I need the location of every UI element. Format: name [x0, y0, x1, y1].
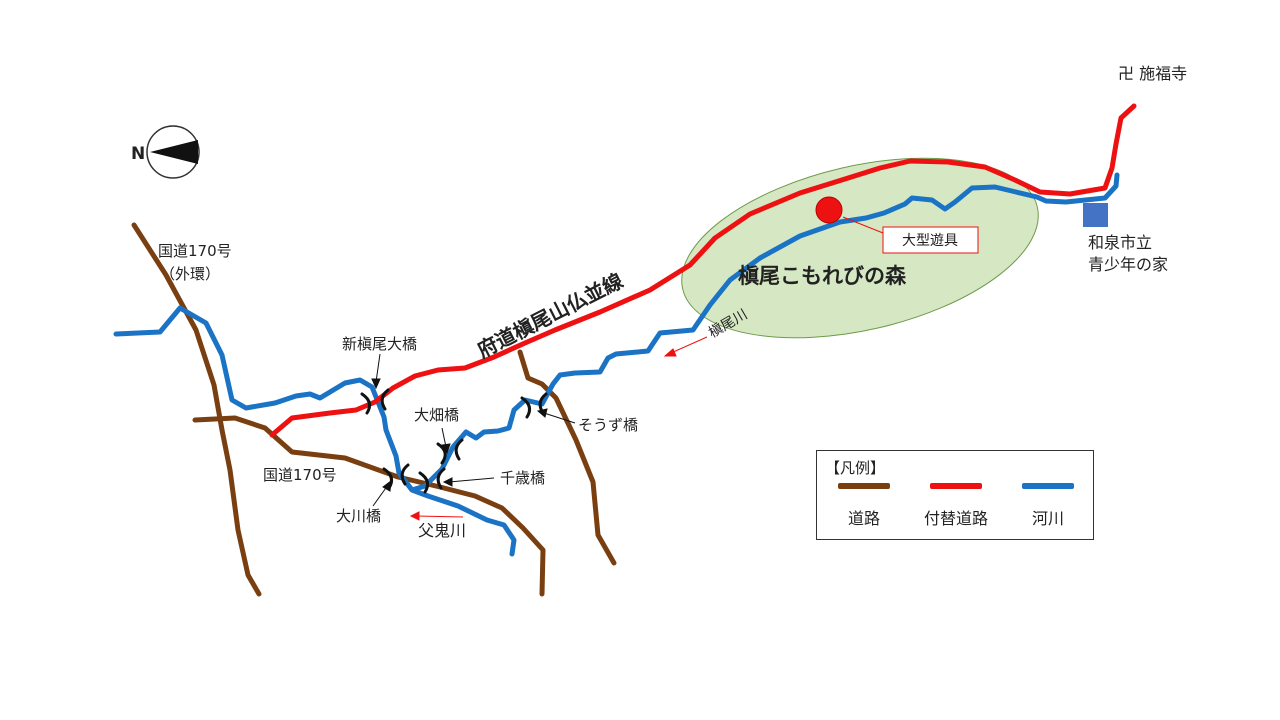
national-road-outer-label-line2: （外環）: [160, 265, 220, 283]
legend-item-river: 河川: [1003, 483, 1093, 529]
rivers: [113, 172, 1120, 557]
chichioni-river-label: 父鬼川: [418, 521, 466, 540]
playground-marker: [815, 196, 843, 224]
okawa-bridge-label: 大川橋: [336, 507, 381, 525]
bridge-markers: [360, 388, 548, 494]
national-road-outer-label-line1: 国道170号: [158, 242, 232, 260]
replacement-road: [269, 103, 1137, 438]
legend-item-road: 道路: [819, 483, 909, 529]
roads: [131, 222, 617, 597]
youth-house-marker: [1083, 203, 1108, 227]
compass-north-label: N: [131, 144, 145, 164]
temple-label: 卍 施福寺: [1118, 64, 1187, 83]
river-chichioni: [396, 470, 517, 557]
pointer-arrows: [371, 353, 576, 507]
chitose-bridge-label: 千歳橋: [500, 469, 545, 487]
bridge-marker-shin-makio: [360, 388, 390, 415]
compass-needle-icon: [150, 140, 198, 164]
legend-label-replacement-road: 付替道路: [923, 509, 988, 528]
legend-swatch-replacement-road: [930, 483, 982, 489]
compass: N: [131, 125, 200, 179]
ohata-bridge-label: 大畑橋: [414, 406, 459, 424]
road-national-170: [192, 415, 546, 597]
prefectural-road-label: 府道槇尾山仏並線: [473, 268, 626, 362]
national-road-label: 国道170号: [263, 466, 337, 484]
shin-makio-bridge-label: 新槇尾大橋: [342, 335, 417, 353]
road-national-170-outer: [131, 222, 262, 597]
bridge-marker-ohata: [436, 438, 464, 465]
playground-label: 大型遊具: [902, 233, 958, 249]
legend: 【凡例】 道路 付替道路 河川: [816, 450, 1094, 540]
legend-swatch-river: [1022, 483, 1074, 489]
legend-swatch-road: [838, 483, 890, 489]
forest-label: 槇尾こもれびの森: [738, 264, 907, 288]
youth-house-label-line2: 青少年の家: [1088, 255, 1168, 274]
legend-item-replacement-road: 付替道路: [911, 483, 1001, 529]
youth-house-label-line1: 和泉市立: [1088, 233, 1152, 252]
bridge-marker-chitose: [418, 467, 446, 494]
river-makio: [113, 172, 1120, 493]
road-souzu: [517, 349, 617, 566]
legend-label-river: 河川: [1031, 509, 1064, 528]
legend-title: 【凡例】: [825, 459, 886, 477]
playground-callout-box: [882, 226, 979, 254]
legend-label-road: 道路: [847, 509, 880, 528]
flow-arrows: [409, 336, 708, 521]
souzu-bridge-label: そうず橋: [578, 416, 638, 434]
playground-leader: [842, 216, 884, 234]
